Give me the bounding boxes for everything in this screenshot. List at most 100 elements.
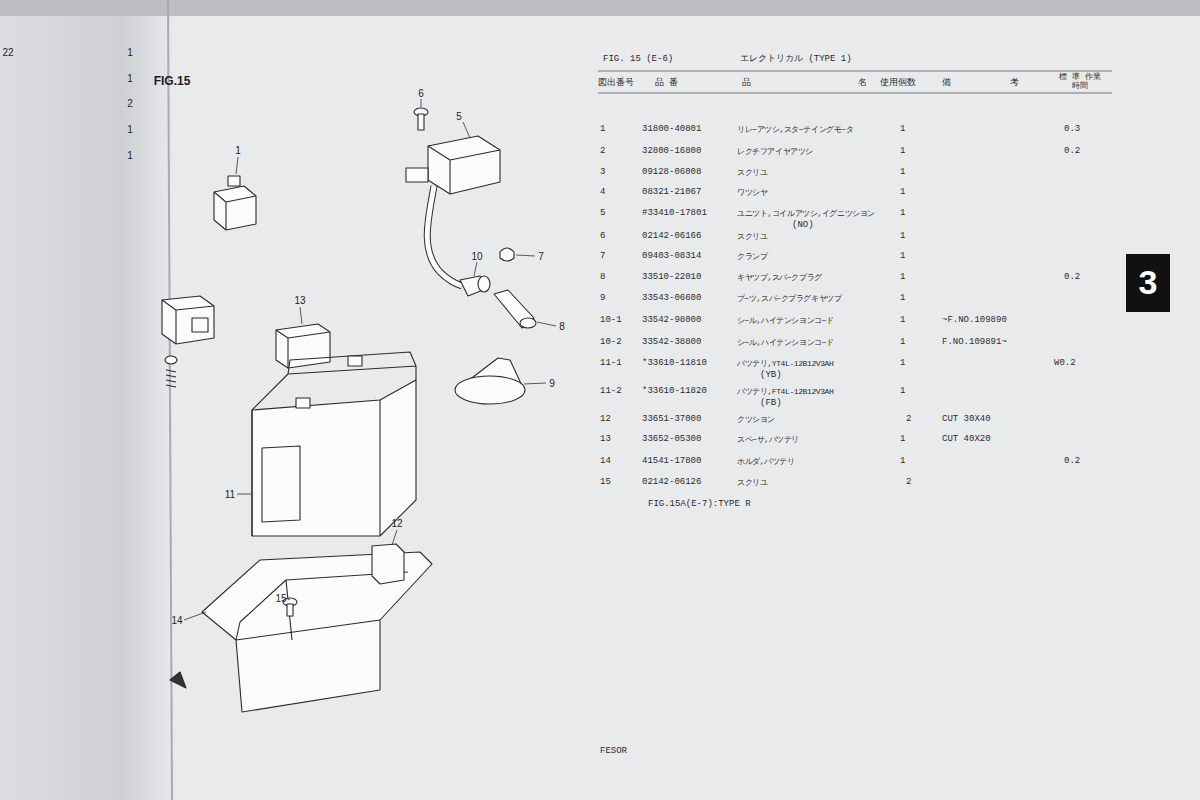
callout-number: 22 (2, 47, 13, 58)
table-cell: CUT 30X40 (942, 415, 991, 425)
table-cell: 33510-22010 (642, 273, 701, 283)
table-cell: 10-1 (600, 316, 622, 326)
section-tab (1126, 254, 1170, 312)
table-cell: 33543-06600 (642, 294, 701, 304)
table-cell: F.NO.109891~ (942, 338, 1007, 348)
table-cell: 1 (900, 316, 905, 326)
part-name: スクリユ (737, 233, 767, 242)
table-cell: 11-1 (600, 359, 622, 369)
callout-number: 1 (127, 150, 133, 161)
table-cell: 33651-37000 (642, 415, 701, 425)
clamp (500, 248, 514, 261)
table-rule (598, 93, 1112, 94)
callout-number: 7 (538, 251, 544, 262)
table-cell: W0.2 (1054, 359, 1076, 369)
table-cell: FIG.15A(E-7):TYPE R (648, 500, 751, 510)
table-cell: 1 (900, 294, 905, 304)
rectifier (162, 296, 214, 344)
table-cell: 6 (600, 232, 605, 242)
table-cell: ~F.NO.109890 (942, 316, 1007, 326)
table-cell: FIG. 15 (E-6) (603, 55, 673, 65)
battery (252, 380, 416, 536)
table-cell: 09128-06008 (642, 168, 701, 178)
part-name: クツシヨン (737, 416, 775, 425)
top-edge (0, 0, 1200, 16)
table-cell: 1 (900, 387, 905, 397)
table-cell: 13 (600, 435, 611, 445)
callout-number: 11 (225, 489, 235, 500)
table-cell: 1 (900, 168, 905, 178)
table-cell: 9 (600, 294, 605, 304)
table-cell: 1 (900, 125, 905, 135)
relay-edge (214, 192, 256, 230)
table-cell: 2 (600, 147, 605, 157)
part-name: バツテリ,YT4L-12B12V3AH (737, 360, 833, 369)
screw-thread (166, 370, 176, 387)
part-name: スクリユ (737, 479, 767, 488)
table-cell: 1 (900, 252, 905, 262)
section-tab-number: 3 (1139, 264, 1158, 301)
table-cell: 41541-17800 (642, 457, 701, 467)
table-cell: 5 (600, 209, 605, 219)
table-cell: 14 (600, 457, 611, 467)
callout-number: 12 (391, 518, 402, 529)
table-cell: #33410-17801 (642, 209, 707, 219)
table-cell: 32800-16800 (642, 147, 701, 157)
callout-number: 1 (127, 124, 133, 135)
part-name: リレ−アツシ,スタ−テイングモ−タ (737, 126, 853, 135)
table-cell: 12 (600, 415, 611, 425)
table-cell: 02142-06166 (642, 232, 701, 242)
table-cell: 0.2 (1064, 457, 1080, 467)
relay-tab (228, 176, 240, 186)
front-arrow (170, 672, 186, 688)
table-cell: 0.3 (1064, 125, 1080, 135)
table-cell: *33610-11810 (642, 359, 707, 369)
table-cell: 1 (900, 457, 905, 467)
callout-number: 6 (418, 88, 424, 99)
callout-number: 14 (171, 615, 182, 626)
relay (214, 186, 256, 230)
table-cell: 10-2 (600, 338, 622, 348)
left-page (0, 0, 175, 800)
table-cell: 0.2 (1064, 273, 1080, 283)
part-name: シ−ル,ハイテンシヨンコ−ド (737, 339, 834, 348)
table-cell: 33652-05300 (642, 435, 701, 445)
table-cell: 備 (942, 79, 951, 89)
table-cell: エレクトリカル (TYPE 1) (740, 55, 852, 65)
table-cell: 33542-38800 (642, 338, 701, 348)
table-cell: 7 (600, 252, 605, 262)
table-cell: 08321-21067 (642, 188, 701, 198)
table-cell: 1 (900, 232, 905, 242)
part-name: ワツシヤ (737, 189, 767, 198)
table-cell: 31800-40801 (642, 125, 701, 135)
part-name: ブ−ツ,スパ−クプラグキヤツプ (737, 295, 841, 304)
table-cell: CUT 40X20 (942, 435, 991, 445)
callout-number: 1 (127, 73, 133, 84)
part-name: ホルダ,バツテリ (737, 458, 795, 467)
part-name: キヤツプ,スパ−クプラグ (737, 274, 822, 283)
table-cell: 品 (742, 79, 751, 89)
callout-number: 9 (549, 378, 555, 389)
callout-number: 1 (235, 145, 241, 156)
table-cell: 1 (900, 359, 905, 369)
table-cell: FESOR (600, 747, 627, 757)
callout-number: 2 (127, 98, 133, 109)
table-cell: 品 番 (655, 79, 678, 89)
table-cell: 33542-98000 (642, 316, 701, 326)
part-name: シ−ル,ハイテンシヨンコ−ド (737, 317, 834, 326)
table-cell: 09403-08314 (642, 252, 701, 262)
callout-number: 10 (471, 251, 482, 262)
callout-number: 1 (127, 47, 133, 58)
callout-number: 8 (559, 321, 565, 332)
table-cell: 2 (906, 478, 911, 488)
table-cell: 図出番号 (598, 79, 634, 89)
table-cell: (FB) (760, 399, 782, 409)
table-cell: (NO) (792, 221, 814, 231)
part-name: ユニツト,コイルアツシ,イグニツシヨン (737, 210, 875, 219)
table-cell: 3 (600, 168, 605, 178)
table-cell: 1 (900, 338, 905, 348)
table-cell: 4 (600, 188, 605, 198)
table-cell: 1 (600, 125, 605, 135)
part-name: スクリユ (737, 169, 767, 178)
